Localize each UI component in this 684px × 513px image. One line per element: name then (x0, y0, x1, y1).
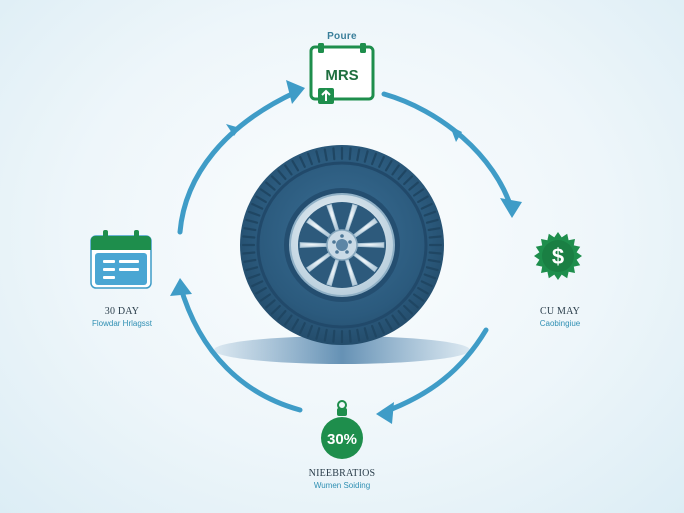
bottom-node-subtitle: Wumen Soiding (313, 481, 371, 490)
arrowhead-left (170, 278, 192, 296)
arrowhead-right-mid (500, 198, 522, 218)
arrow-right-to-bottom (381, 327, 489, 415)
right-node-subtitle: Caobingiue (539, 319, 581, 328)
left-node-title: 30 DAY (104, 306, 140, 317)
arrowhead-upper-right (450, 126, 462, 142)
document-badge-icon: MRS (309, 43, 375, 104)
dollar-badge-icon: $ (534, 232, 582, 280)
arrow-top-to-right (381, 91, 515, 213)
dollar-symbol: $ (552, 244, 564, 269)
tire-icon (240, 145, 444, 345)
document-badge-text: MRS (325, 67, 358, 84)
arrow-bottom-to-left (177, 282, 303, 413)
bottom-node-title: NIEEBRATIOS (308, 468, 376, 479)
left-node-subtitle: Flowdar Hrlagsst (91, 319, 152, 328)
arrowhead-bottom (376, 402, 394, 424)
arrow-heads (170, 80, 522, 424)
arrowhead-top (286, 80, 305, 104)
percent-tag-icon: 30% (321, 400, 363, 459)
arrowhead-upper-left (226, 124, 240, 136)
arrow-left-to-top (177, 89, 299, 235)
right-node-title: CU MAY (539, 306, 580, 317)
calendar-icon (90, 230, 152, 289)
top-node-caption: Poure (327, 31, 357, 42)
cycle-arrows (177, 89, 515, 415)
tire-shadow (214, 336, 470, 364)
percent-tag-text: 30% (327, 431, 357, 448)
